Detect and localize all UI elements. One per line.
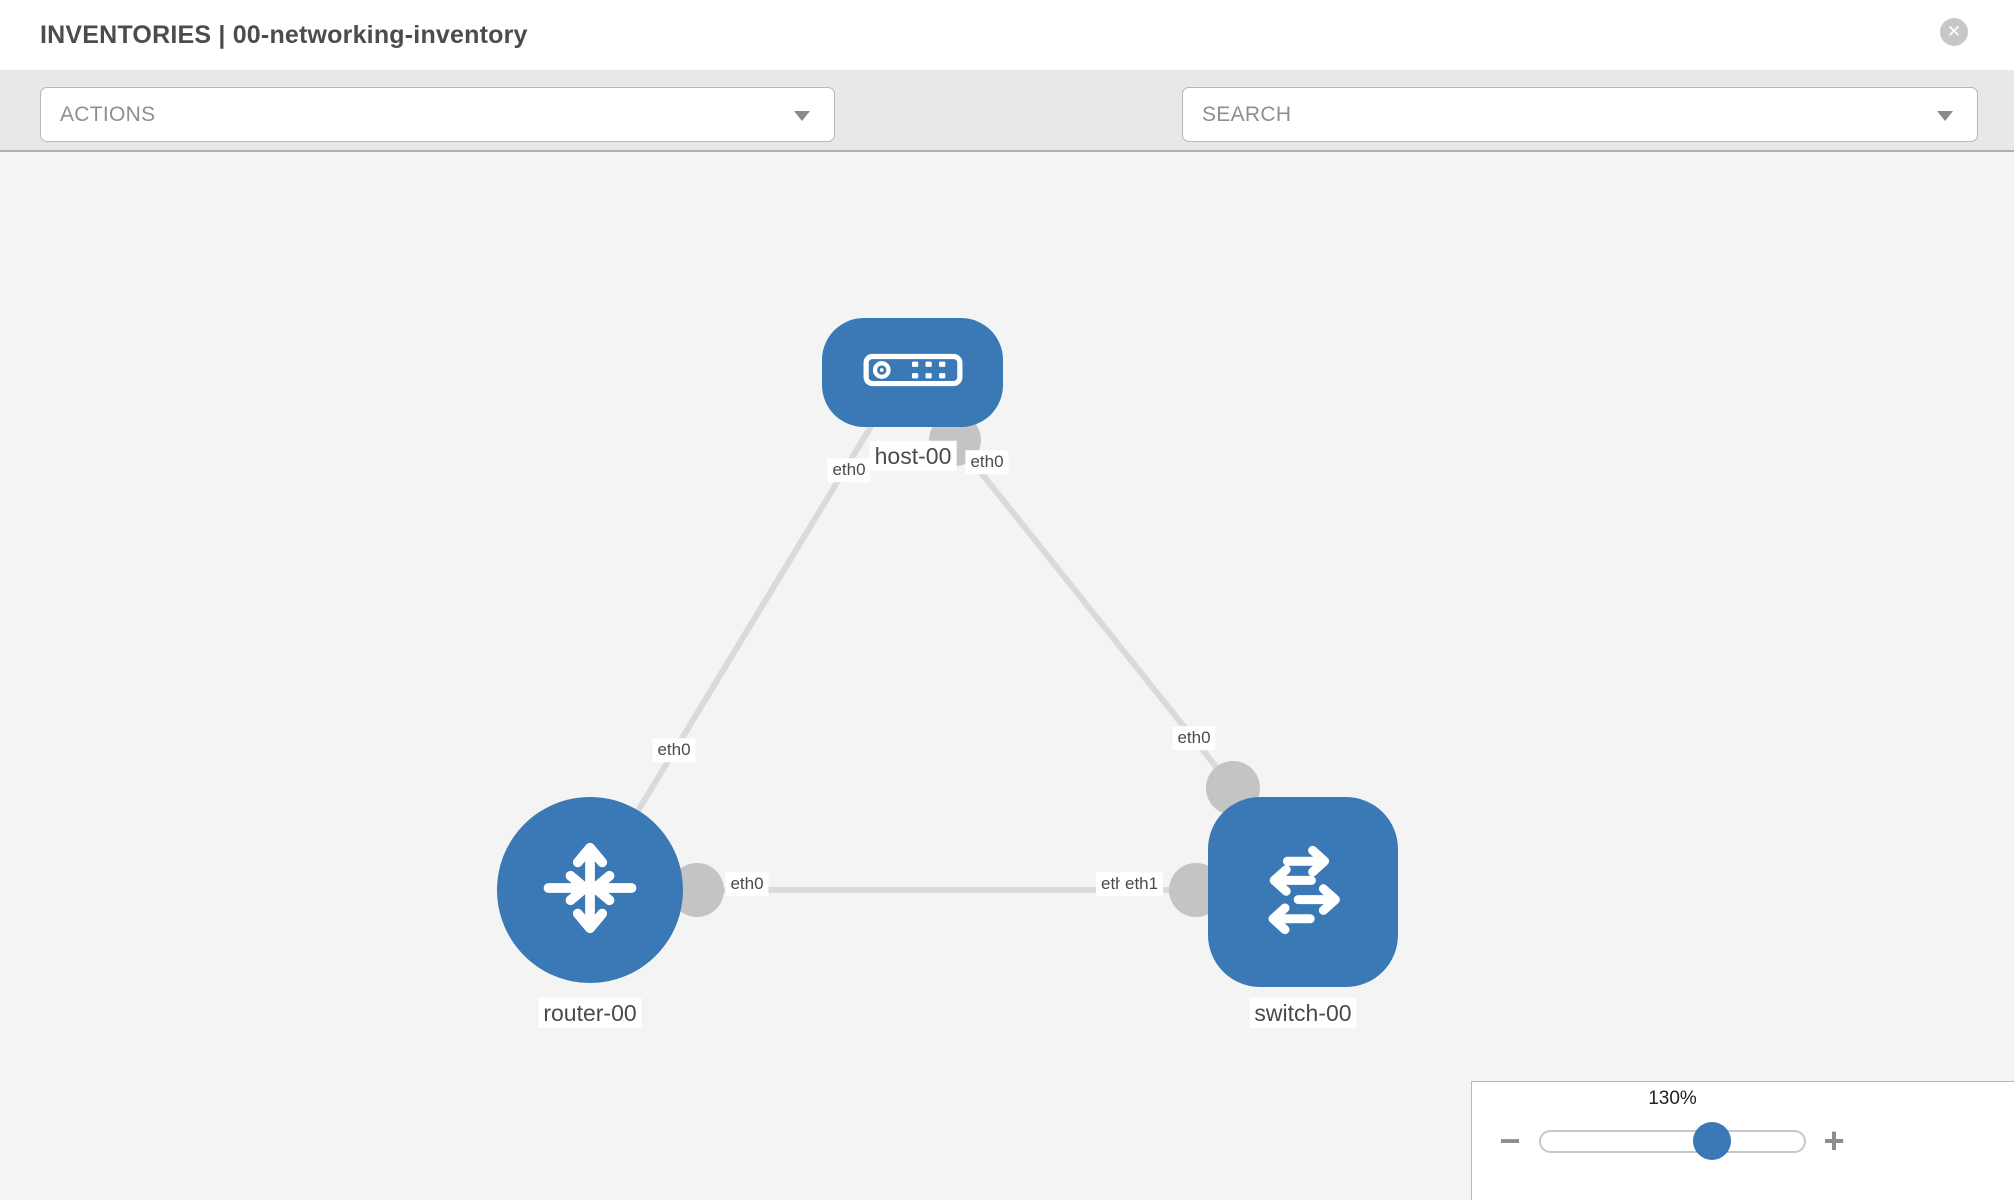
zoom-slider-thumb[interactable]: [1693, 1122, 1731, 1160]
zoom-out-button[interactable]: −: [1499, 1120, 1521, 1161]
toolbar: ACTIONS: [0, 70, 2014, 201]
interface-label-switch-eth0: eth0: [1172, 726, 1216, 750]
node-label-router: router-00: [538, 997, 642, 1029]
search-input[interactable]: [1183, 88, 1977, 141]
port-router-eth0: [670, 863, 724, 917]
chevron-down-icon: [1937, 111, 1953, 121]
switch-arrows-icon: [1243, 830, 1363, 955]
zoom-slider-track[interactable]: [1539, 1130, 1806, 1153]
topology-links-layer: [587, 393, 1260, 917]
interface-label-switch-eth1: eth1: [1120, 872, 1164, 896]
node-switch-00[interactable]: [1208, 797, 1398, 987]
search-dropdown[interactable]: [1182, 87, 1978, 142]
node-label-host: host-00: [869, 440, 957, 472]
zoom-control-panel: 130% − +: [1471, 1081, 2014, 1200]
close-button[interactable]: ✕: [1940, 18, 1968, 46]
node-label-switch: switch-00: [1249, 997, 1357, 1029]
interface-label-router-eth0: eth0: [725, 872, 769, 896]
server-icon: [863, 353, 963, 392]
page-title: INVENTORIES | 00-networking-inventory: [40, 21, 528, 49]
actions-dropdown[interactable]: ACTIONS: [40, 87, 835, 142]
zoom-in-button[interactable]: +: [1823, 1120, 1845, 1161]
interface-label-host-eth0-left: eth0: [827, 458, 871, 482]
actions-dropdown-label: ACTIONS: [60, 103, 156, 126]
node-host-00[interactable]: [822, 318, 1003, 427]
router-arrows-icon: [529, 827, 651, 954]
topology-canvas[interactable]: host-00 router-00 switch-00 eth0 eth0 et…: [0, 152, 2014, 1200]
interface-ports: [670, 414, 1260, 917]
x-circle-icon: ✕: [1946, 22, 1962, 41]
interface-label-host-eth0-right: eth0: [965, 450, 1009, 474]
node-router-00[interactable]: [497, 797, 683, 983]
zoom-level-value: 130%: [1648, 1088, 1697, 1109]
chevron-down-icon: [794, 111, 810, 121]
modal-header: INVENTORIES | 00-networking-inventory ✕: [0, 0, 2014, 70]
interface-label-router-eth0-up: eth0: [652, 738, 696, 762]
